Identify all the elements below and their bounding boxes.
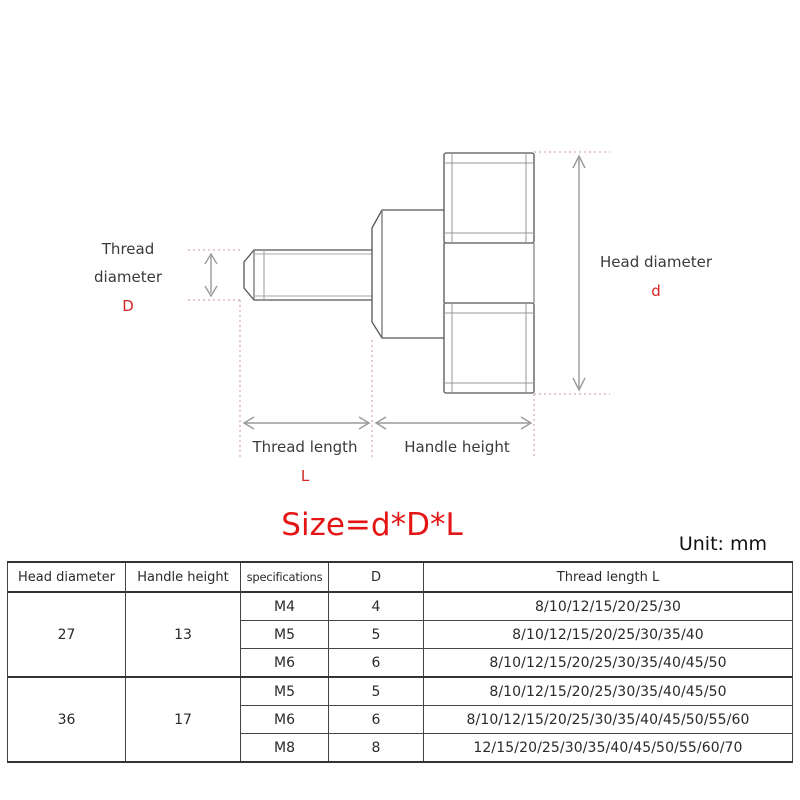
cell-thread-lengths: 8/10/12/15/20/25/30/35/40/45/50 — [423, 648, 793, 678]
head-lower-block — [443, 302, 535, 394]
cell-thread-lengths: 8/10/12/15/20/25/30/35/40/45/50 — [423, 676, 793, 706]
cell-d: 8 — [328, 733, 424, 763]
thread-diameter-label: Thread — [101, 240, 155, 258]
head-diameter-symbol: d — [651, 282, 661, 300]
thread-diameter-symbol: D — [122, 297, 134, 315]
head-upper-block — [443, 152, 535, 244]
unit-label: Unit: mm — [678, 533, 767, 555]
table-row: M8 8 12/15/20/25/30/35/40/45/50/55/60/70 — [8, 733, 793, 763]
table-row: 36 17 M5 5 8/10/12/15/20/25/30/35/40/45/… — [7, 676, 793, 763]
table-row: M6 6 8/10/12/15/20/25/30/35/40/45/50/55/… — [8, 705, 793, 734]
screw-body — [371, 209, 444, 339]
cell-spec: M5 — [240, 620, 329, 649]
head-diameter-label: Head diameter — [600, 253, 712, 271]
cell-spec: M4 — [240, 591, 329, 621]
cell-thread-lengths: 8/10/12/15/20/25/30 — [423, 591, 793, 621]
handle-height-label: Handle height — [404, 438, 510, 456]
thread-shaft — [243, 249, 372, 301]
size-formula: Size=d*D*L — [281, 507, 463, 543]
cell-handle-height: 13 — [125, 591, 241, 678]
table-row: 27 13 M4 4 8/10/12/15/20/25/30 — [7, 591, 793, 678]
table-header-row: Head diameter Handle height specificatio… — [7, 561, 793, 593]
thumb-screw-drawing — [188, 151, 610, 458]
thread-length-label: Thread length — [252, 438, 358, 456]
cell-d: 6 — [328, 705, 424, 734]
table-row: M5 5 8/10/12/15/20/25/30/35/40 — [8, 620, 793, 649]
header-d: D — [328, 561, 424, 593]
header-thread-length: Thread length L — [423, 561, 793, 593]
cell-spec: M8 — [240, 733, 329, 763]
cell-d: 5 — [328, 676, 424, 706]
cell-thread-lengths: 8/10/12/15/20/25/30/35/40 — [423, 620, 793, 649]
cell-thread-lengths: 8/10/12/15/20/25/30/35/40/45/50/55/60 — [423, 705, 793, 734]
spec-table: Head diameter Handle height specificatio… — [7, 561, 793, 763]
header-head-diameter: Head diameter — [7, 561, 126, 593]
thread-length-symbol: L — [300, 467, 310, 485]
thread-diameter-label-line2: diameter — [94, 268, 162, 286]
cell-handle-height: 17 — [125, 676, 241, 763]
cell-d: 6 — [328, 648, 424, 678]
cell-spec: M6 — [240, 705, 329, 734]
cell-d: 5 — [328, 620, 424, 649]
cell-thread-lengths: 12/15/20/25/30/35/40/45/50/55/60/70 — [423, 733, 793, 763]
cell-d: 4 — [328, 591, 424, 621]
header-handle-height: Handle height — [125, 561, 241, 593]
cell-head-diameter: 36 — [7, 676, 126, 763]
cell-spec: M6 — [240, 648, 329, 678]
cell-head-diameter: 27 — [7, 591, 126, 678]
table-row: M6 6 8/10/12/15/20/25/30/35/40/45/50 — [8, 648, 793, 678]
cell-spec: M5 — [240, 676, 329, 706]
header-specifications: specifications — [240, 561, 329, 593]
